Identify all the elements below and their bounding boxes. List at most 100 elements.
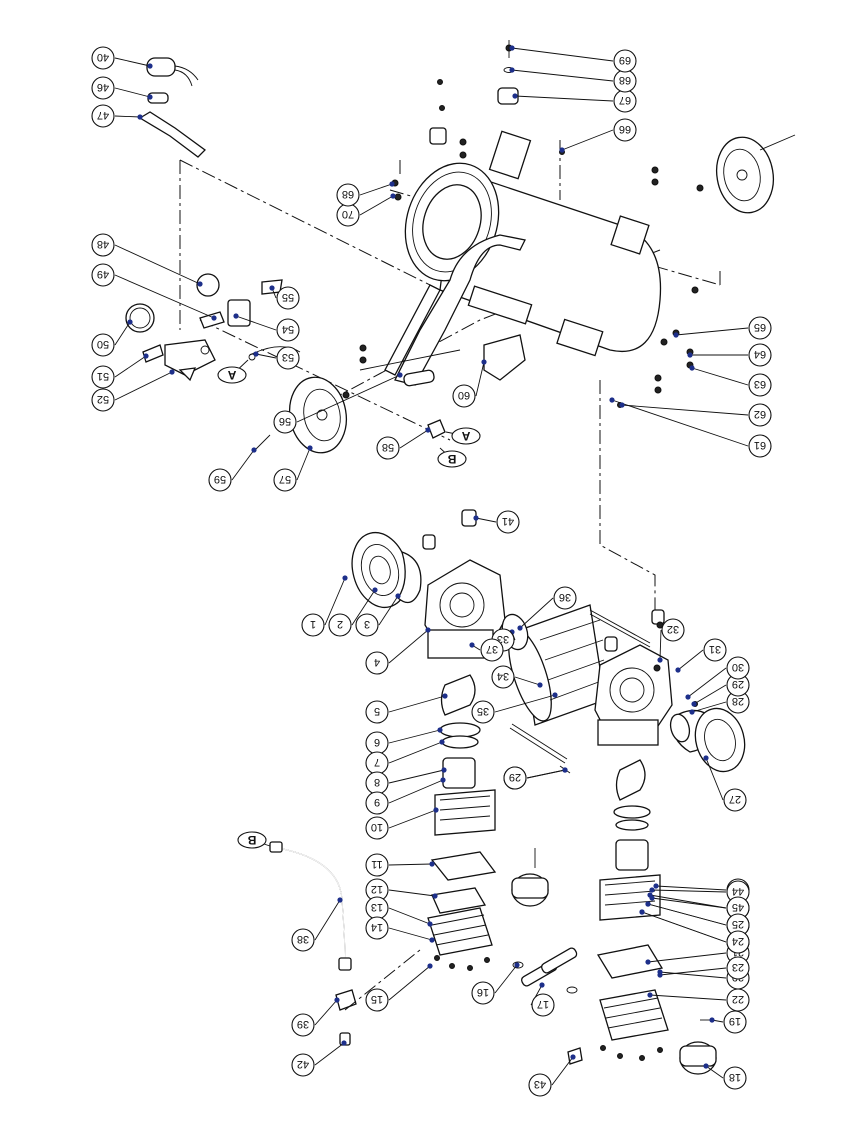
leader-arrowhead [253,351,259,357]
reference-oval [451,427,481,445]
balloon-label: 30 [732,661,744,673]
leader-arrowhead [429,937,435,943]
leader-arrowhead [509,45,515,51]
balloon-label: 52 [97,393,109,405]
leader-arrowhead [473,515,479,521]
balloon-label: 50 [97,338,109,350]
leader-line [388,769,445,784]
leader-line [388,965,431,1001]
tank-assembly [125,40,796,620]
leader-line [314,899,341,941]
leader-arrowhead [433,807,439,813]
balloon-label: 69 [619,54,631,66]
leader-arrowhead [481,359,487,365]
part-balloon: 65 [673,316,772,340]
leader-line [691,701,727,713]
balloon-label: 53 [282,351,294,363]
head-gasket [431,887,487,914]
balloon-label: 25 [732,918,744,930]
balloon-label: 27 [729,793,741,805]
leader-line [551,1056,574,1086]
leader-arrowhead [389,181,395,187]
fan-cover-left [351,531,409,609]
leader-line [526,769,566,779]
balloon-circle [376,436,400,460]
balloon-label: 28 [732,695,744,707]
leader-line [691,367,749,386]
leader-arrowhead [469,642,475,648]
balloon-label: 49 [97,268,109,280]
part-balloon: 3 [355,593,401,637]
balloon-circle [452,384,476,408]
balloon-label: 14 [371,921,383,933]
balloon-label: 9 [374,796,380,808]
part-balloon: 50 [91,319,133,357]
balloon-circle [208,468,232,492]
leader-arrowhead [127,319,133,325]
leader-arrowhead [137,114,143,120]
reference-label: A [461,429,470,443]
leader-arrowhead [307,445,313,451]
balloon-label: 46 [97,81,109,93]
part-balloon: 6 [365,727,443,755]
balloon-label: 5 [374,705,380,717]
balloon-label: 70 [342,208,354,220]
balloon-circle [365,700,389,724]
balloon-label: 32 [667,623,679,635]
leader-arrowhead [147,94,153,100]
piston-ring [439,722,481,738]
leader-arrowhead [675,667,681,673]
part-balloon: 41 [473,510,520,534]
leader-arrowhead [687,352,693,358]
part-balloon: 38 [291,897,343,952]
balloon-circle [273,468,297,492]
balloon-label: 43 [534,1078,546,1090]
leader-line [314,1042,345,1066]
leader-arrowhead [509,67,515,73]
reference-marker: A [217,359,249,384]
reference-oval [237,831,267,849]
balloon-circle [661,618,685,642]
connecting-rod [440,674,476,716]
balloon-label: 66 [619,123,631,135]
leader-arrowhead [645,901,651,907]
part-balloon: 36 [517,586,577,631]
leader-arrowhead [427,963,433,969]
part-balloon: 16 [471,962,520,1005]
leader-line [324,577,346,626]
balloon-circle [613,49,637,73]
check-valve [427,419,446,439]
reference-marker: B [237,831,271,849]
balloon-circle [91,263,115,287]
balloon-circle [748,316,772,340]
leader-arrowhead [570,1054,576,1060]
balloon-label: 40 [97,51,109,63]
leader-line [651,889,727,893]
reference-marker: B [437,447,467,468]
balloon-label: 47 [97,109,109,121]
leader-line [255,353,277,359]
balloon-label: 62 [754,408,766,420]
balloon-circle [553,586,577,610]
cylinder-stack-right [596,759,669,1041]
part-balloon: 15 [365,963,433,1012]
balloon-label: 13 [371,901,383,913]
balloon-label: 59 [214,473,226,485]
part-balloon: 67 [512,89,637,113]
balloon-circle [291,1053,315,1077]
balloon-label: 64 [754,348,766,360]
leader-arrowhead [703,1063,709,1069]
leader-arrowhead [689,365,695,371]
part-balloon: 12 [365,878,438,902]
part-balloon: 7 [365,739,445,775]
wheel-right [715,134,796,214]
balloon-label: 7 [374,756,380,768]
balloon-label: 56 [279,415,291,427]
part-balloon: 35 [471,692,558,724]
part-balloon: 51 [91,353,149,389]
balloon-label: 58 [382,441,394,453]
reference-label: B [247,833,256,847]
balloon-circle [365,988,389,1012]
balloon-label: 65 [754,321,766,333]
